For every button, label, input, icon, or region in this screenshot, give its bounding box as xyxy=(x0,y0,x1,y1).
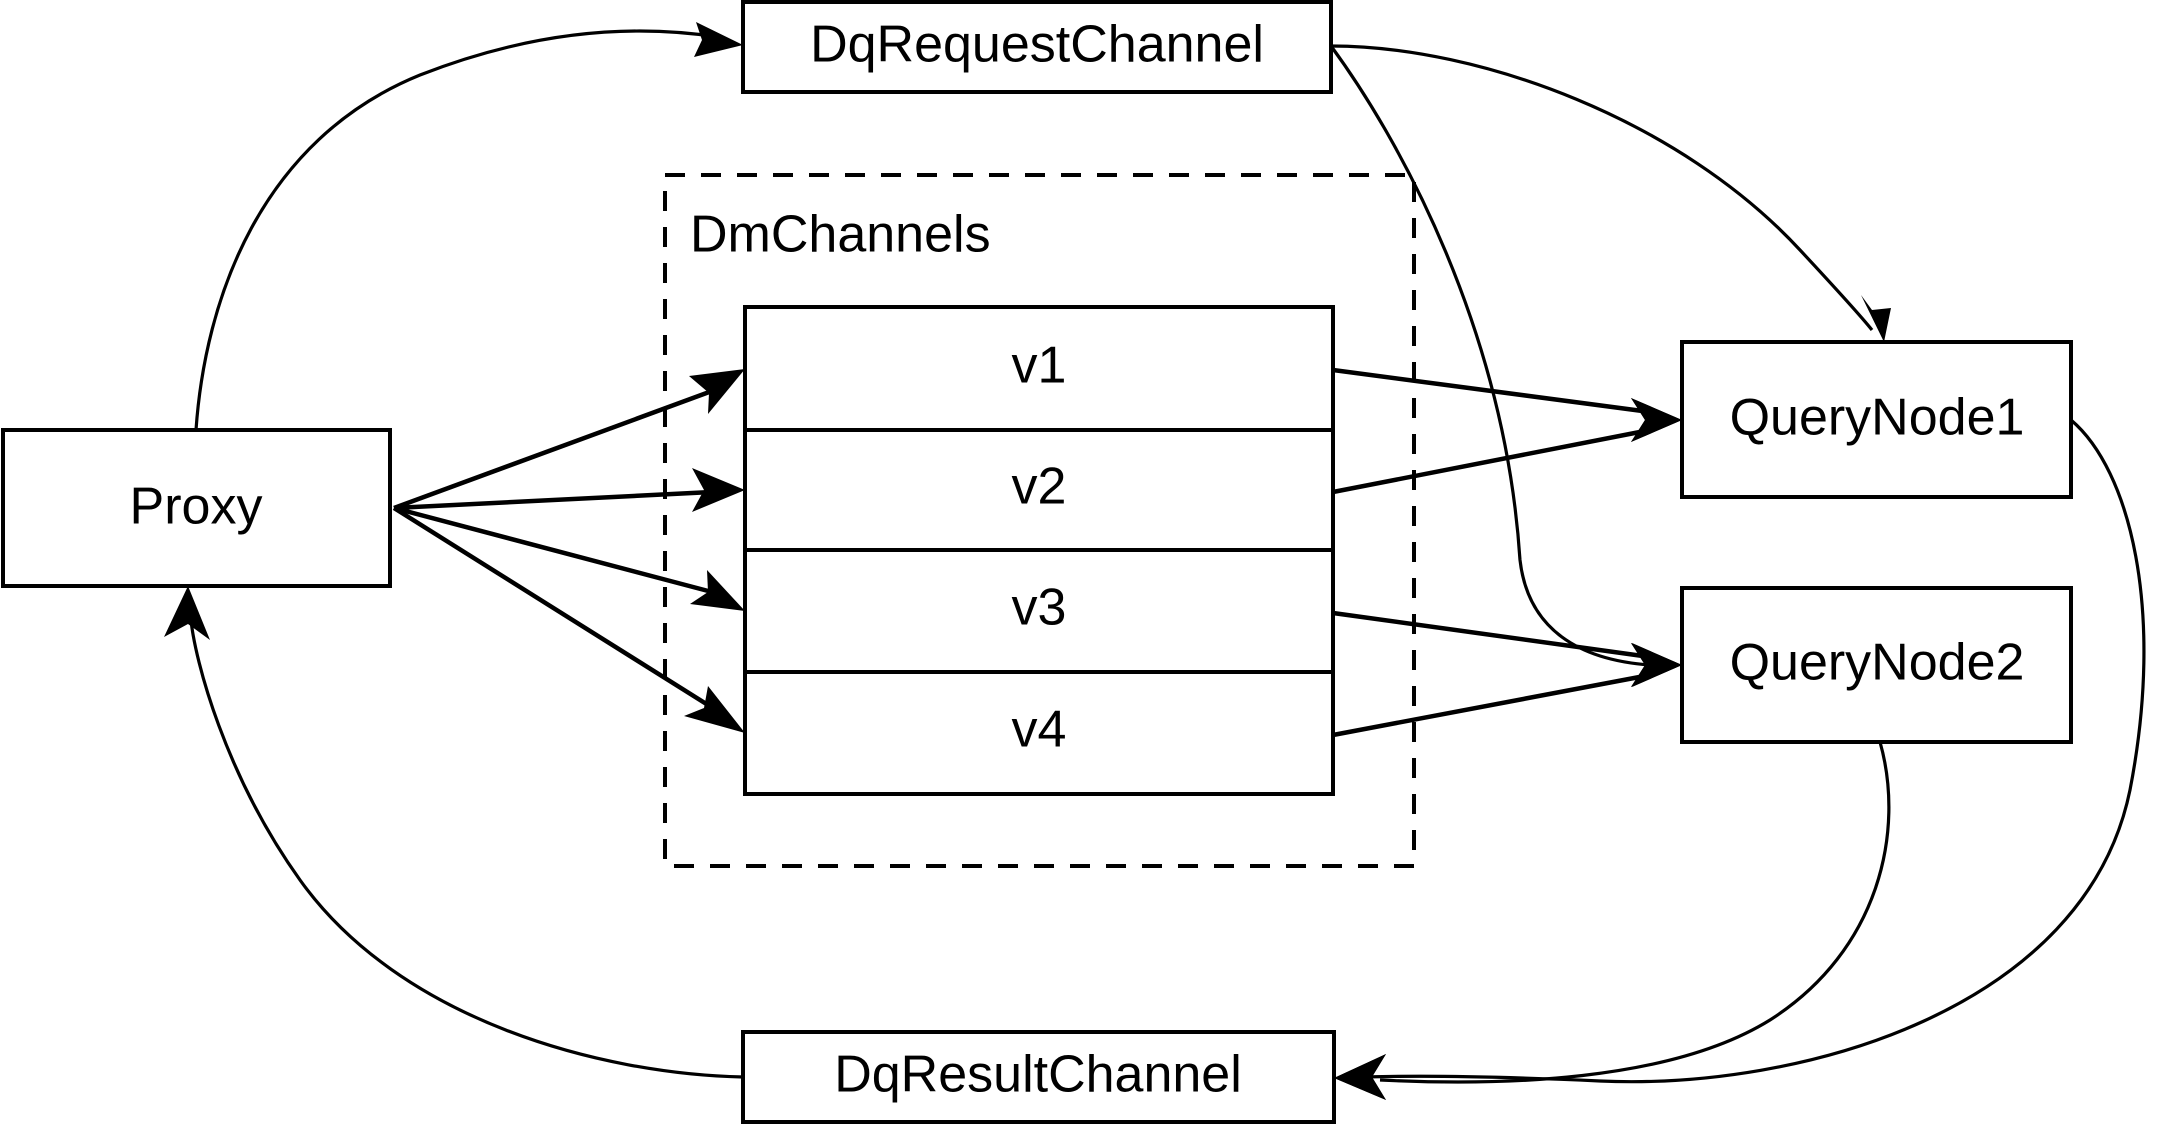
arrowhead-icon xyxy=(164,586,210,640)
dm-channels-group: DmChannels xyxy=(663,173,1416,868)
node-dq-request-channel-label: DqRequestChannel xyxy=(810,16,1264,74)
edge-v1-to-query-node-1 xyxy=(1332,367,1682,442)
node-dq-request-channel-box[interactable] xyxy=(741,0,1333,94)
node-dq-result-channel[interactable]: DqResultChannel xyxy=(741,1030,1336,1124)
edge-v3-to-query-node-2 xyxy=(1332,610,1682,687)
edge-proxy-to-v3 xyxy=(393,505,745,611)
node-query-node-2[interactable]: QueryNode2 xyxy=(1680,586,2073,744)
edge-proxy-to-v4 xyxy=(392,506,745,733)
arrowhead-icon xyxy=(689,369,745,414)
edge-dq-request-channel-to-query-node-2 xyxy=(1329,45,1682,687)
channel-slot-v2[interactable]: v2 xyxy=(1012,458,1067,516)
node-query-node-2-label: QueryNode2 xyxy=(1730,634,2025,692)
channel-slot-v4[interactable]: v4 xyxy=(1012,701,1067,759)
arrowhead-icon xyxy=(684,686,745,733)
node-query-node-2-box[interactable] xyxy=(1680,586,2073,744)
dm-channels-group-label: DmChannels xyxy=(690,206,991,264)
node-query-node-1-label: QueryNode1 xyxy=(1730,389,2025,447)
edge-proxy-to-v2 xyxy=(393,468,745,512)
edge-query-node-2-to-dq-result-channel xyxy=(1334,741,1891,1100)
edge-proxy-to-dq-request-channel xyxy=(194,22,743,431)
node-dq-result-channel-label: DqResultChannel xyxy=(834,1046,1242,1104)
edge-query-node-1-to-dq-result-channel xyxy=(1334,418,2146,1100)
node-dq-request-channel[interactable]: DqRequestChannel xyxy=(741,0,1333,94)
node-proxy[interactable]: Proxy xyxy=(1,428,392,588)
edge-proxy-to-v1 xyxy=(393,369,745,511)
node-proxy-label: Proxy xyxy=(130,478,263,536)
arrowhead-icon xyxy=(692,468,745,512)
arrowhead-icon xyxy=(1631,643,1682,687)
channel-slot-v1[interactable]: v1 xyxy=(1012,337,1067,395)
arrowhead-icon xyxy=(1861,295,1891,342)
arrowhead-icon xyxy=(1631,398,1682,442)
dm-channels-group-border xyxy=(663,173,1416,868)
edge-dq-request-channel-to-query-node-1 xyxy=(1330,44,1891,342)
arrowhead-icon xyxy=(1334,1054,1386,1100)
edge-v4-to-query-node-2 xyxy=(1332,643,1682,738)
node-dq-result-channel-box[interactable] xyxy=(741,1030,1336,1124)
edge-layer xyxy=(164,22,2146,1100)
arrowhead-icon xyxy=(690,570,745,611)
node-query-node-1[interactable]: QueryNode1 xyxy=(1680,340,2073,499)
arrowhead-icon xyxy=(694,22,743,57)
channel-stack: v1 v2 v3 v4 xyxy=(743,305,1335,796)
node-proxy-box[interactable] xyxy=(1,428,392,588)
edge-v2-to-query-node-1 xyxy=(1332,398,1682,495)
edge-dq-result-channel-to-proxy xyxy=(164,586,744,1079)
node-query-node-1-box[interactable] xyxy=(1680,340,2073,499)
channel-slot-v3[interactable]: v3 xyxy=(1012,579,1067,637)
